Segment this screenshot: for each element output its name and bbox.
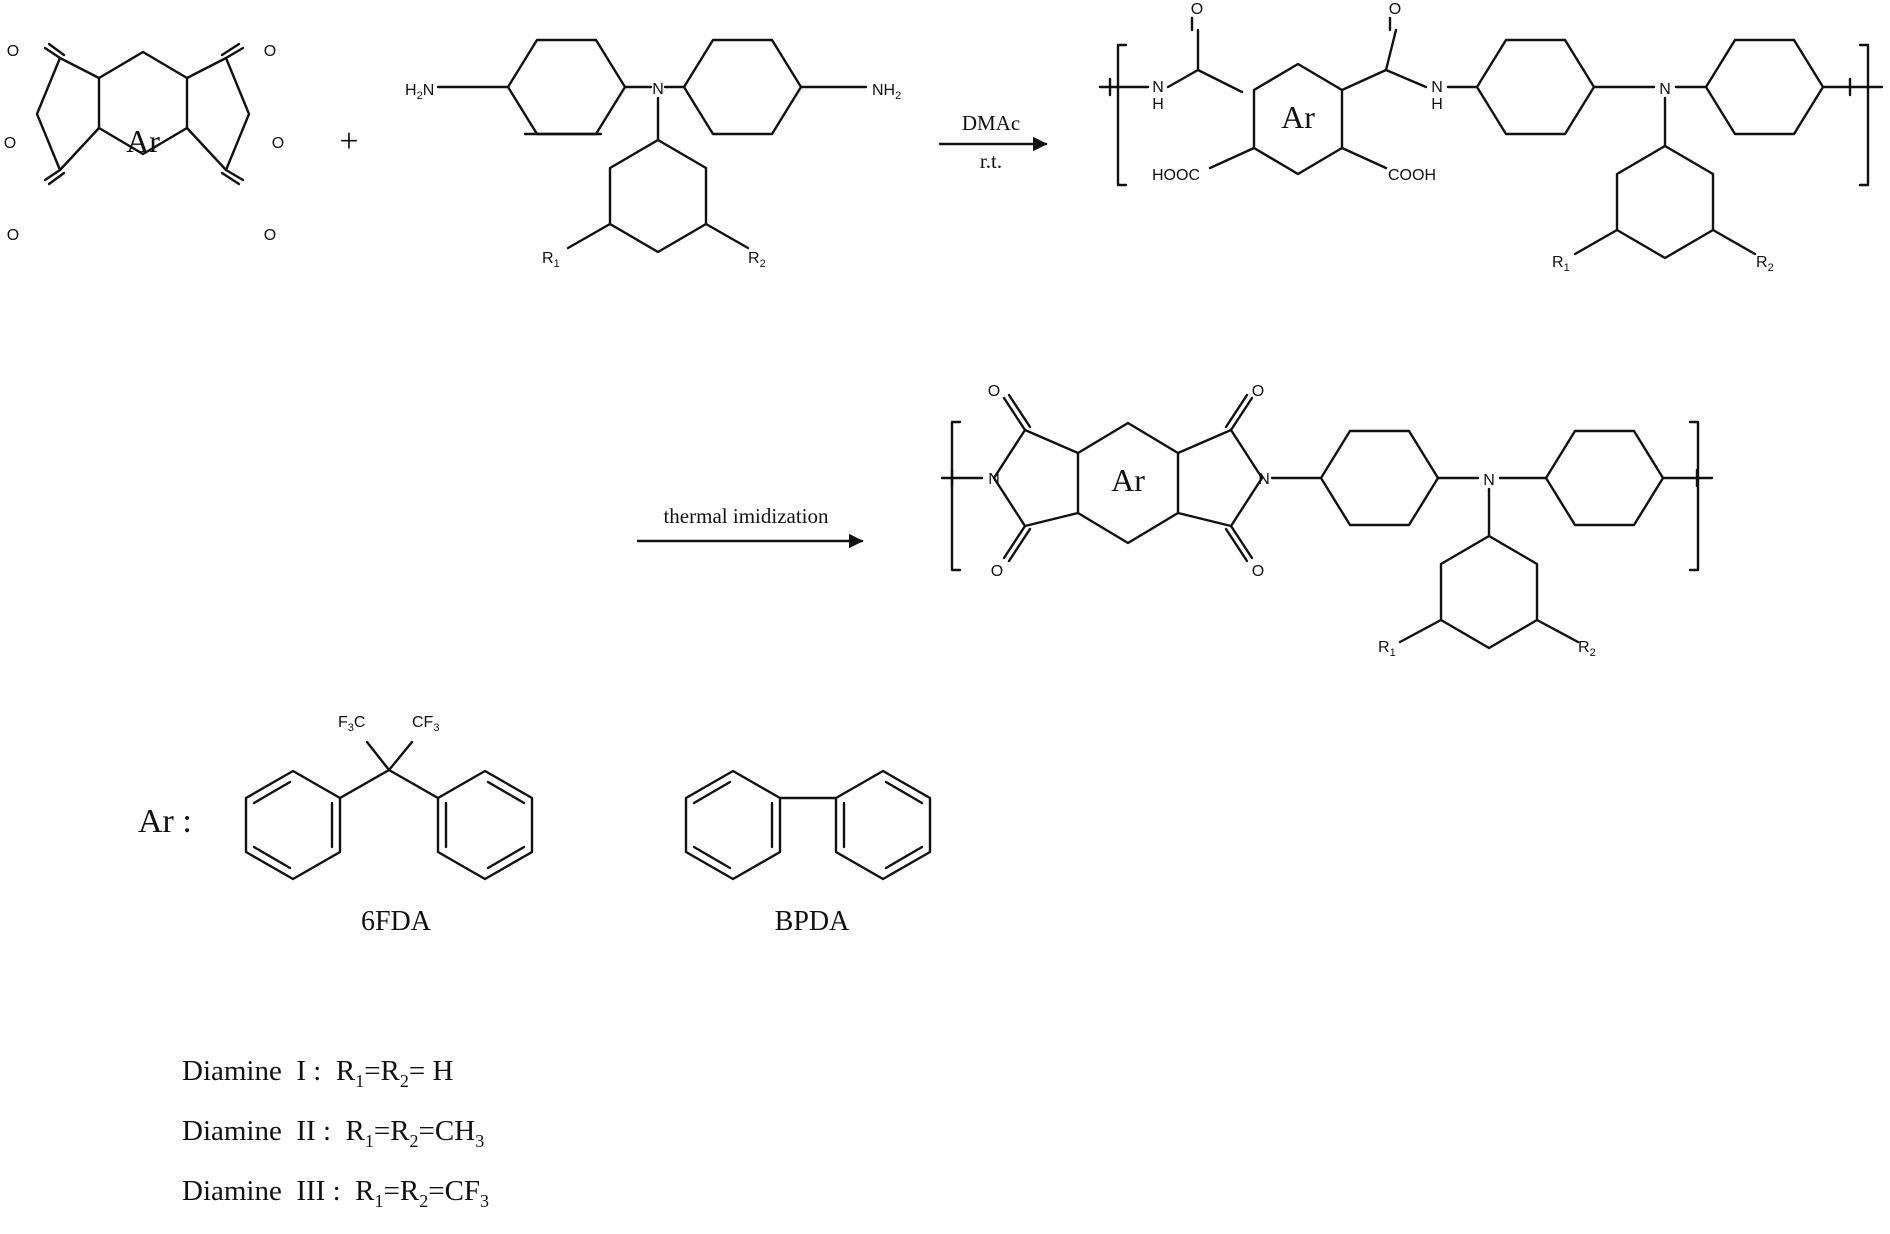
oxygen-label: O	[4, 135, 16, 152]
hooc-label: HOOC	[1152, 167, 1200, 184]
oxygen-label: O	[1191, 1, 1203, 18]
nh-label: N	[1431, 79, 1443, 96]
oxygen-label: O	[264, 227, 276, 244]
solvent-label: DMAc	[962, 111, 1020, 135]
reaction-arrow-1: DMAc r.t.	[938, 111, 1048, 173]
diamine-2-definition: Diamine II : R1=R2=CH3	[182, 1115, 485, 1151]
polyimide-structure: Ar O O O O N N N R1 R2	[940, 383, 1714, 659]
diamine-1-definition: Diamine I : R1=R2= H	[182, 1055, 454, 1091]
r2-label: R2	[748, 250, 766, 270]
nitrogen-label: N	[1659, 81, 1671, 98]
ar-label: Ar	[1281, 99, 1315, 135]
oxygen-label: O	[272, 135, 284, 152]
polyamic-acid-structure: Ar O O N H N H N HOOC COOH R1 R2	[1098, 1, 1884, 274]
nitrogen-label: N	[988, 471, 1000, 488]
nitrogen-label: N	[652, 81, 664, 98]
imidization-label: thermal imidization	[663, 504, 829, 528]
plus-sign: +	[339, 123, 358, 160]
oxygen-label: O	[1389, 1, 1401, 18]
temperature-label: r.t.	[980, 149, 1002, 173]
oxygen-label: O	[7, 227, 19, 244]
diamine-3-definition: Diamine III : R1=R2=CF3	[182, 1175, 490, 1211]
r1-label: R1	[542, 250, 560, 270]
amine-label: NH2	[872, 82, 901, 102]
diamine-structure: N H2N NH2 R1 R2	[405, 38, 901, 270]
nh-label: H	[1152, 96, 1164, 113]
oxygen-label: O	[264, 43, 276, 60]
cf3-label: CF3	[412, 714, 439, 734]
r1-label: R1	[1552, 254, 1570, 274]
f3c-label: F3C	[338, 714, 365, 734]
nitrogen-label: N	[1483, 472, 1495, 489]
bpda-label: BPDA	[775, 906, 850, 937]
ar-legend-label: Ar :	[138, 803, 192, 840]
oxygen-label: O	[991, 563, 1003, 580]
bpda-structure: BPDA	[684, 769, 932, 937]
oxygen-label: O	[7, 43, 19, 60]
r2-label: R2	[1756, 254, 1774, 274]
6fda-label: 6FDA	[361, 906, 432, 937]
dianhydride-structure: Ar O O O O O O	[4, 42, 284, 244]
6fda-structure: F3C CF3 6FDA	[244, 714, 534, 937]
nh-label: H	[1431, 96, 1443, 113]
oxygen-label: O	[1252, 383, 1264, 400]
ar-label: Ar	[1111, 462, 1145, 498]
amine-label: H2N	[405, 82, 434, 102]
reaction-arrow-2: thermal imidization	[636, 504, 864, 549]
r1-label: R1	[1378, 639, 1396, 659]
nitrogen-label: N	[1258, 471, 1270, 488]
nh-label: N	[1152, 79, 1164, 96]
oxygen-label: O	[988, 383, 1000, 400]
cooh-label: COOH	[1388, 167, 1436, 184]
ar-label: Ar	[126, 123, 160, 159]
r2-label: R2	[1578, 639, 1596, 659]
oxygen-label: O	[1252, 563, 1264, 580]
